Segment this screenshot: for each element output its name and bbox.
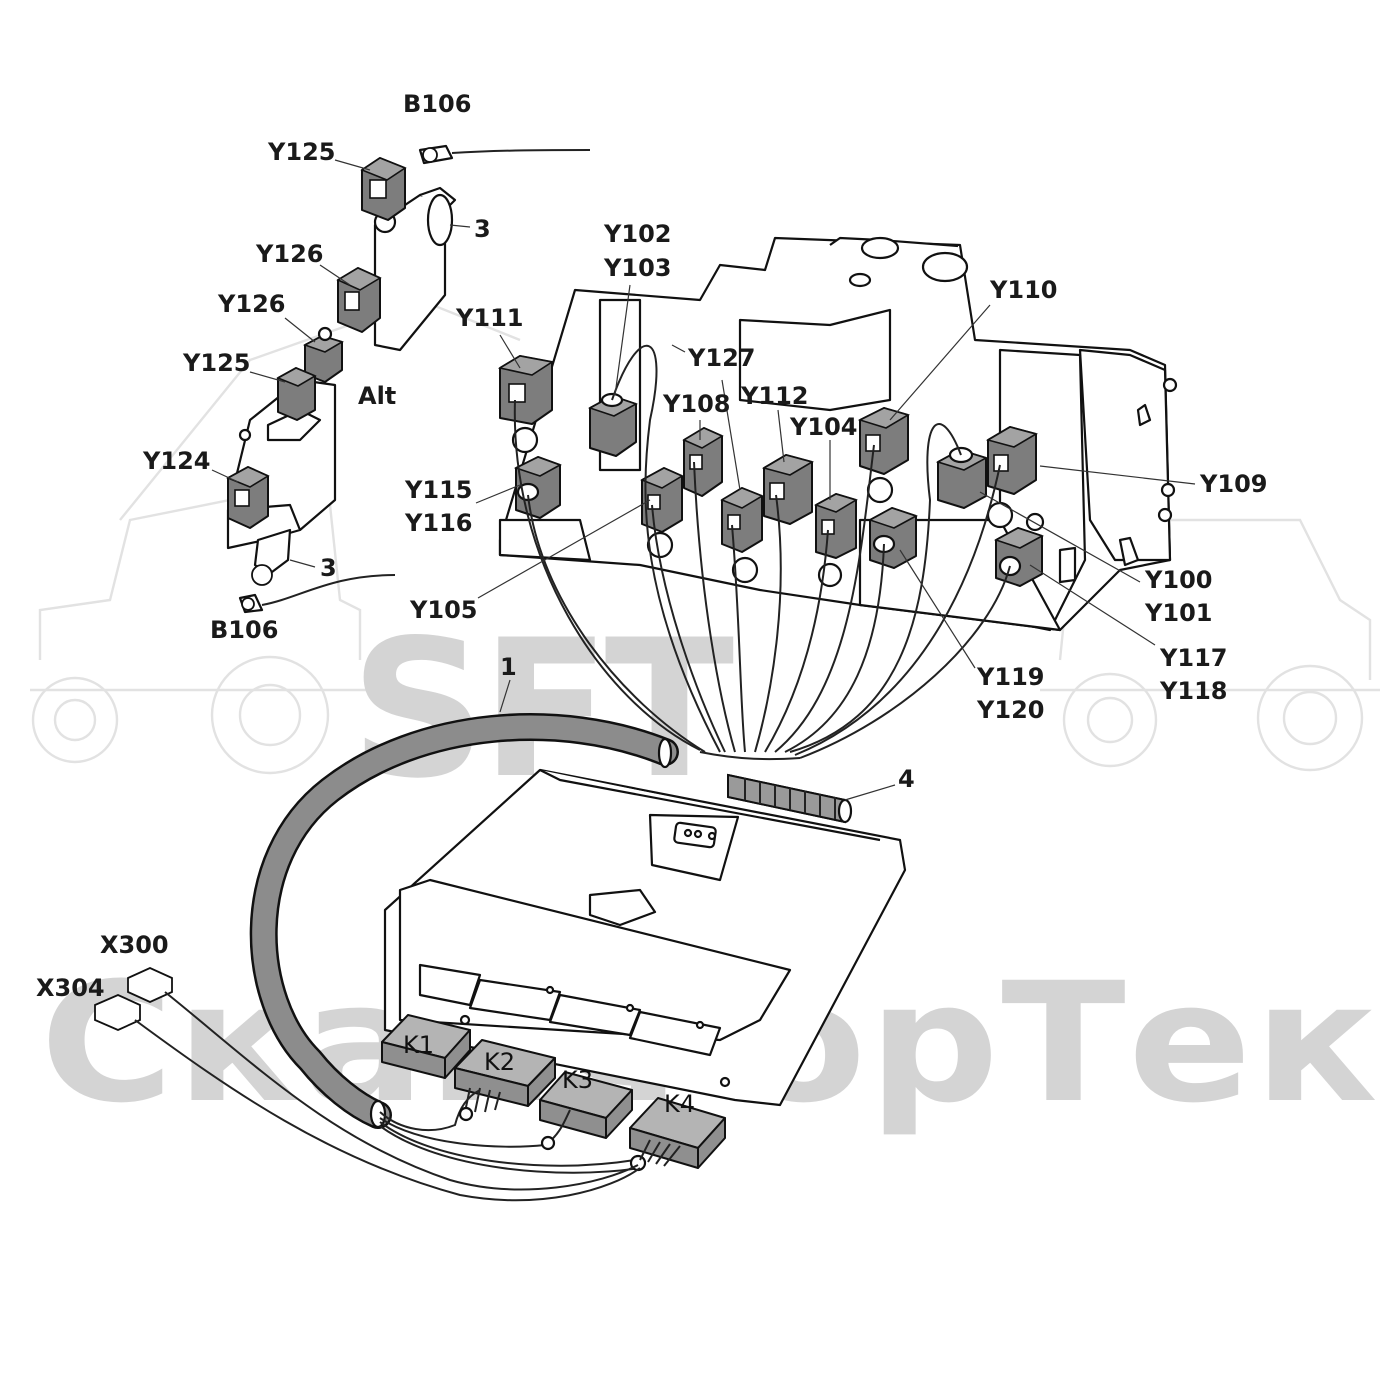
solenoid-coil-y109 bbox=[985, 426, 1039, 495]
label-y115: Y115 bbox=[404, 476, 472, 504]
solenoid-coil-y117-y118 bbox=[994, 527, 1044, 587]
label-y117: Y117 bbox=[1159, 644, 1227, 672]
label-y102: Y102 bbox=[603, 220, 671, 248]
solenoid-coil-y104 bbox=[814, 493, 858, 559]
solenoid-block-upper bbox=[336, 157, 457, 352]
label-y124: Y124 bbox=[142, 447, 210, 475]
part-labels: B106 Y125 3 Y126 Y126 Y125 Alt Y124 3 B1… bbox=[36, 90, 1267, 1118]
connector-wires bbox=[379, 1087, 681, 1174]
label-y109: Y109 bbox=[1199, 470, 1267, 498]
solenoid-coil-y127 bbox=[720, 487, 764, 553]
label-y104: Y104 bbox=[789, 413, 857, 441]
plug-x300 bbox=[127, 967, 639, 1191]
solenoid-coil-y125-top bbox=[360, 157, 407, 221]
label-y118: Y118 bbox=[1159, 677, 1227, 705]
corrugated-sleeve bbox=[727, 773, 853, 824]
solenoid-coil-y124 bbox=[226, 466, 270, 529]
label-item-1: 1 bbox=[500, 653, 517, 681]
solenoid-coil-y111 bbox=[497, 355, 555, 425]
label-b106-top: B106 bbox=[403, 90, 471, 118]
label-y108: Y108 bbox=[662, 390, 730, 418]
connector-k3 bbox=[539, 1071, 633, 1139]
label-y116: Y116 bbox=[404, 509, 472, 537]
label-y126-top: Y126 bbox=[255, 240, 323, 268]
label-k3: K3 bbox=[562, 1066, 593, 1094]
connector-k1 bbox=[381, 1014, 471, 1079]
connector-k4 bbox=[629, 1097, 726, 1169]
solenoid-coil-y112 bbox=[761, 454, 815, 525]
solenoid-coil-y126-top bbox=[336, 267, 382, 333]
solenoid-coil-y105 bbox=[640, 467, 684, 533]
solenoid-block-alt bbox=[226, 326, 344, 586]
label-x300: X300 bbox=[100, 931, 169, 959]
label-alt: Alt bbox=[358, 382, 396, 410]
label-y100: Y100 bbox=[1144, 566, 1212, 594]
solenoid-coil-y110 bbox=[857, 407, 910, 475]
label-3-bottom: 3 bbox=[320, 554, 337, 582]
label-k1: K1 bbox=[403, 1031, 434, 1059]
solenoid-coil-y100-y101 bbox=[935, 446, 989, 509]
leader-lines bbox=[211, 159, 1196, 801]
label-y103: Y103 bbox=[603, 254, 671, 282]
label-b106-bottom: B106 bbox=[210, 616, 278, 644]
solenoid-coil-y126-alt bbox=[303, 326, 344, 383]
label-y127: Y127 bbox=[687, 344, 755, 372]
connector-k2 bbox=[454, 1039, 556, 1107]
solenoid-coil-y119-y120 bbox=[868, 507, 918, 569]
label-k4: K4 bbox=[664, 1090, 695, 1118]
label-x304: X304 bbox=[36, 974, 105, 1002]
solenoid-coil-y108 bbox=[682, 427, 724, 497]
label-item-4: 4 bbox=[898, 765, 915, 793]
plug-x304 bbox=[94, 994, 641, 1202]
label-k2: K2 bbox=[484, 1048, 515, 1076]
solenoid-coil-y115-y116 bbox=[513, 456, 562, 519]
speed-sensor-b106-bottom bbox=[238, 574, 396, 614]
label-y111: Y111 bbox=[455, 304, 523, 332]
label-y126-alt: Y126 bbox=[217, 290, 285, 318]
label-y119: Y119 bbox=[976, 663, 1044, 691]
label-y125-top: Y125 bbox=[267, 138, 335, 166]
coil-wires bbox=[513, 344, 1011, 761]
speed-sensor-b106-top bbox=[418, 144, 591, 165]
solenoid-coil-y102-y103 bbox=[588, 392, 638, 457]
control-unit bbox=[383, 768, 907, 1107]
label-y125-alt: Y125 bbox=[182, 349, 250, 377]
label-y110: Y110 bbox=[989, 276, 1057, 304]
wiring-harness bbox=[249, 713, 679, 1129]
label-y120: Y120 bbox=[976, 696, 1044, 724]
solenoid-coil-y125-alt bbox=[276, 367, 317, 421]
label-y112: Y112 bbox=[740, 382, 808, 410]
label-y105: Y105 bbox=[409, 596, 477, 624]
label-y101: Y101 bbox=[1144, 599, 1212, 627]
label-3-top: 3 bbox=[474, 215, 491, 243]
